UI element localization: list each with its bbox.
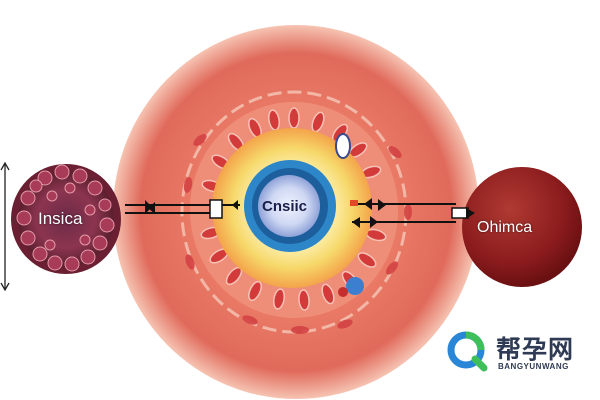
right-cell — [462, 167, 582, 287]
left-cell-label: Insica — [38, 209, 83, 228]
nucleus-label: Cnsiic — [262, 198, 308, 215]
arrows-left — [125, 199, 240, 219]
left-cell-inner — [18, 171, 114, 267]
red-vesicle — [338, 287, 348, 297]
left-bracket — [0, 161, 10, 292]
watermark: 帮孕网 BANGYUNWANG — [446, 330, 586, 374]
nucleus-core — [258, 175, 320, 237]
watermark-logo-icon — [447, 331, 488, 372]
left-cell-granules — [16, 164, 115, 272]
outer-organelles — [183, 134, 412, 334]
blue-vesicle — [346, 277, 364, 295]
orange-marker — [350, 200, 358, 206]
watermark-english-text: BANGYUNWANG — [498, 362, 569, 371]
watermark-chinese-text: 帮孕网 — [496, 335, 575, 364]
vesicle-top — [335, 133, 351, 159]
arrows-right — [352, 198, 475, 228]
right-cell-label: Ohimca — [477, 219, 533, 236]
